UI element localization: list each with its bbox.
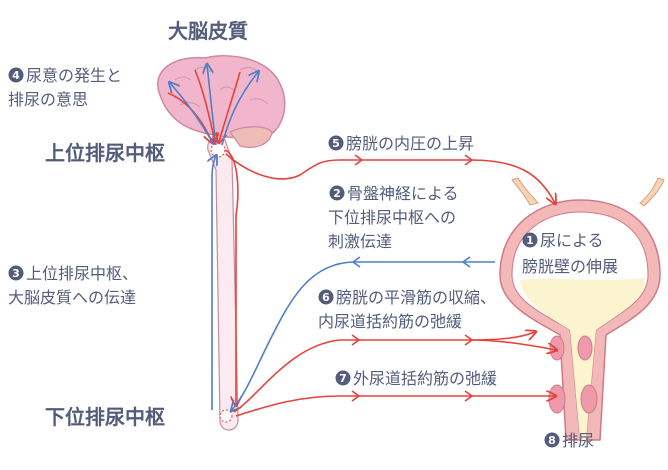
svg-text:8: 8 [548, 434, 556, 447]
nerve-pathways [225, 153, 556, 417]
pathway-6 [233, 332, 535, 413]
svg-text:刺激伝達: 刺激伝達 [328, 232, 392, 251]
step-6-label: 6 膀胱の平滑筋の収縮、 内尿道括約筋の弛緩 [318, 288, 496, 331]
external-sphincter-left [548, 384, 566, 414]
pathway-5 [225, 153, 555, 203]
title-cerebral-cortex: 大脳皮質 [168, 19, 248, 43]
svg-text:尿意の発生と: 尿意の発生と [26, 66, 122, 85]
step-1-label: 1 尿による 膀胱壁の伸展 [522, 231, 618, 276]
title-upper-center: 上位排尿中枢 [45, 141, 165, 165]
step-4-label: 4 尿意の発生と 排尿の意思 [8, 66, 122, 109]
svg-text:骨盤神経による: 骨盤神経による [347, 184, 459, 203]
internal-sphincter-right [577, 335, 593, 361]
svg-text:膀胱壁の伸展: 膀胱壁の伸展 [522, 257, 618, 276]
internal-sphincter-left [549, 335, 565, 361]
svg-text:下位排尿中枢への: 下位排尿中枢への [328, 208, 456, 227]
step-2-label: 2 骨盤神経による 下位排尿中枢への 刺激伝達 [328, 184, 459, 251]
svg-text:6: 6 [322, 291, 330, 304]
step-5-label: 5 膀胱の内圧の上昇 [328, 134, 474, 153]
step-7-label: 7 外尿道括約筋の弛緩 [335, 369, 497, 388]
step-3-label: 3 上位排尿中枢、 大脳皮質への伝達 [8, 264, 138, 307]
svg-text:膀胱の内圧の上昇: 膀胱の内圧の上昇 [346, 134, 474, 153]
title-lower-center: 下位排尿中枢 [45, 405, 165, 429]
svg-text:5: 5 [332, 137, 340, 150]
svg-text:外尿道括約筋の弛緩: 外尿道括約筋の弛緩 [353, 369, 497, 388]
svg-text:7: 7 [339, 372, 347, 385]
pathway-2 [232, 261, 495, 410]
svg-text:4: 4 [12, 69, 20, 82]
svg-text:排尿の意思: 排尿の意思 [8, 90, 88, 109]
lower-center-marker [219, 409, 233, 423]
bladder-illustration [499, 177, 665, 441]
step-8-label: 8 排尿 [544, 431, 594, 450]
svg-text:膀胱の平滑筋の収縮、: 膀胱の平滑筋の収縮、 [336, 288, 496, 307]
svg-text:上位排尿中枢、: 上位排尿中枢、 [26, 264, 138, 283]
svg-text:3: 3 [12, 267, 20, 280]
cortex-pathways [168, 65, 258, 410]
svg-text:1: 1 [526, 234, 534, 247]
svg-text:2: 2 [333, 187, 341, 200]
svg-text:大脳皮質への伝達: 大脳皮質への伝達 [8, 288, 136, 307]
pathway-7 [235, 396, 555, 417]
svg-text:尿による: 尿による [540, 231, 604, 250]
external-sphincter-right [580, 384, 598, 414]
upper-center-marker [210, 142, 226, 158]
svg-text:内尿道括約筋の弛緩: 内尿道括約筋の弛緩 [318, 312, 462, 331]
svg-text:排尿: 排尿 [562, 431, 594, 450]
